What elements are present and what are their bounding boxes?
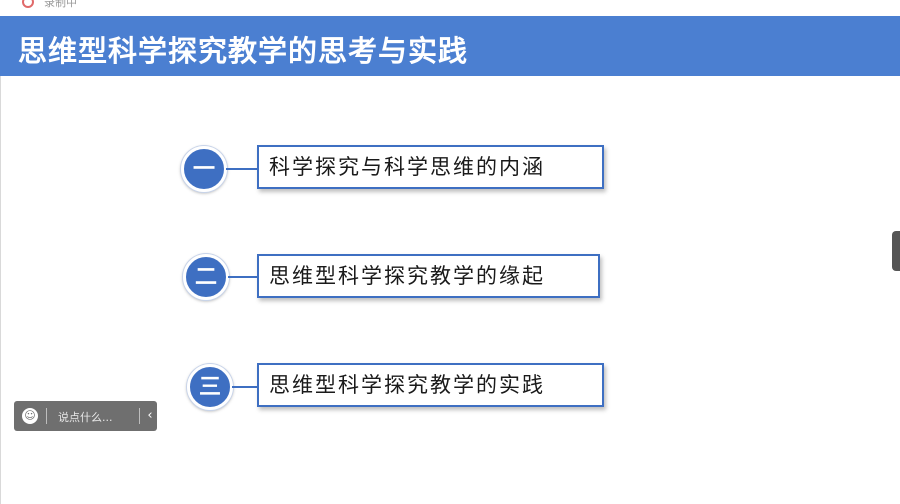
connector-line bbox=[228, 276, 258, 278]
connector-line bbox=[226, 168, 258, 170]
chevron-left-icon[interactable]: ‹ bbox=[147, 408, 153, 423]
smiley-icon[interactable]: ☺ bbox=[22, 408, 38, 424]
record-icon bbox=[22, 0, 34, 8]
slide-title: 思维型科学探究教学的思考与实践 bbox=[18, 34, 469, 68]
side-panel-handle[interactable] bbox=[892, 231, 900, 271]
slide-title-bar bbox=[0, 16, 900, 76]
item-label-box: 思维型科学探究教学的实践 bbox=[257, 363, 604, 407]
chat-input[interactable]: 说点什么... bbox=[58, 411, 113, 424]
item-label-box: 科学探究与科学思维的内涵 bbox=[257, 145, 604, 189]
item-number-badge: 一 bbox=[181, 146, 227, 192]
slide-left-border bbox=[0, 76, 1, 504]
item-number-badge: 二 bbox=[183, 254, 229, 300]
recording-status: 录制中 bbox=[44, 0, 77, 9]
item-number-badge: 三 bbox=[187, 364, 233, 410]
recording-strip: 录制中 bbox=[0, 0, 900, 14]
divider bbox=[46, 408, 47, 424]
item-label-box: 思维型科学探究教学的缘起 bbox=[257, 254, 600, 298]
connector-line bbox=[232, 386, 258, 388]
divider bbox=[139, 408, 140, 424]
chat-bar: ☺ 说点什么... ‹ bbox=[14, 401, 157, 431]
